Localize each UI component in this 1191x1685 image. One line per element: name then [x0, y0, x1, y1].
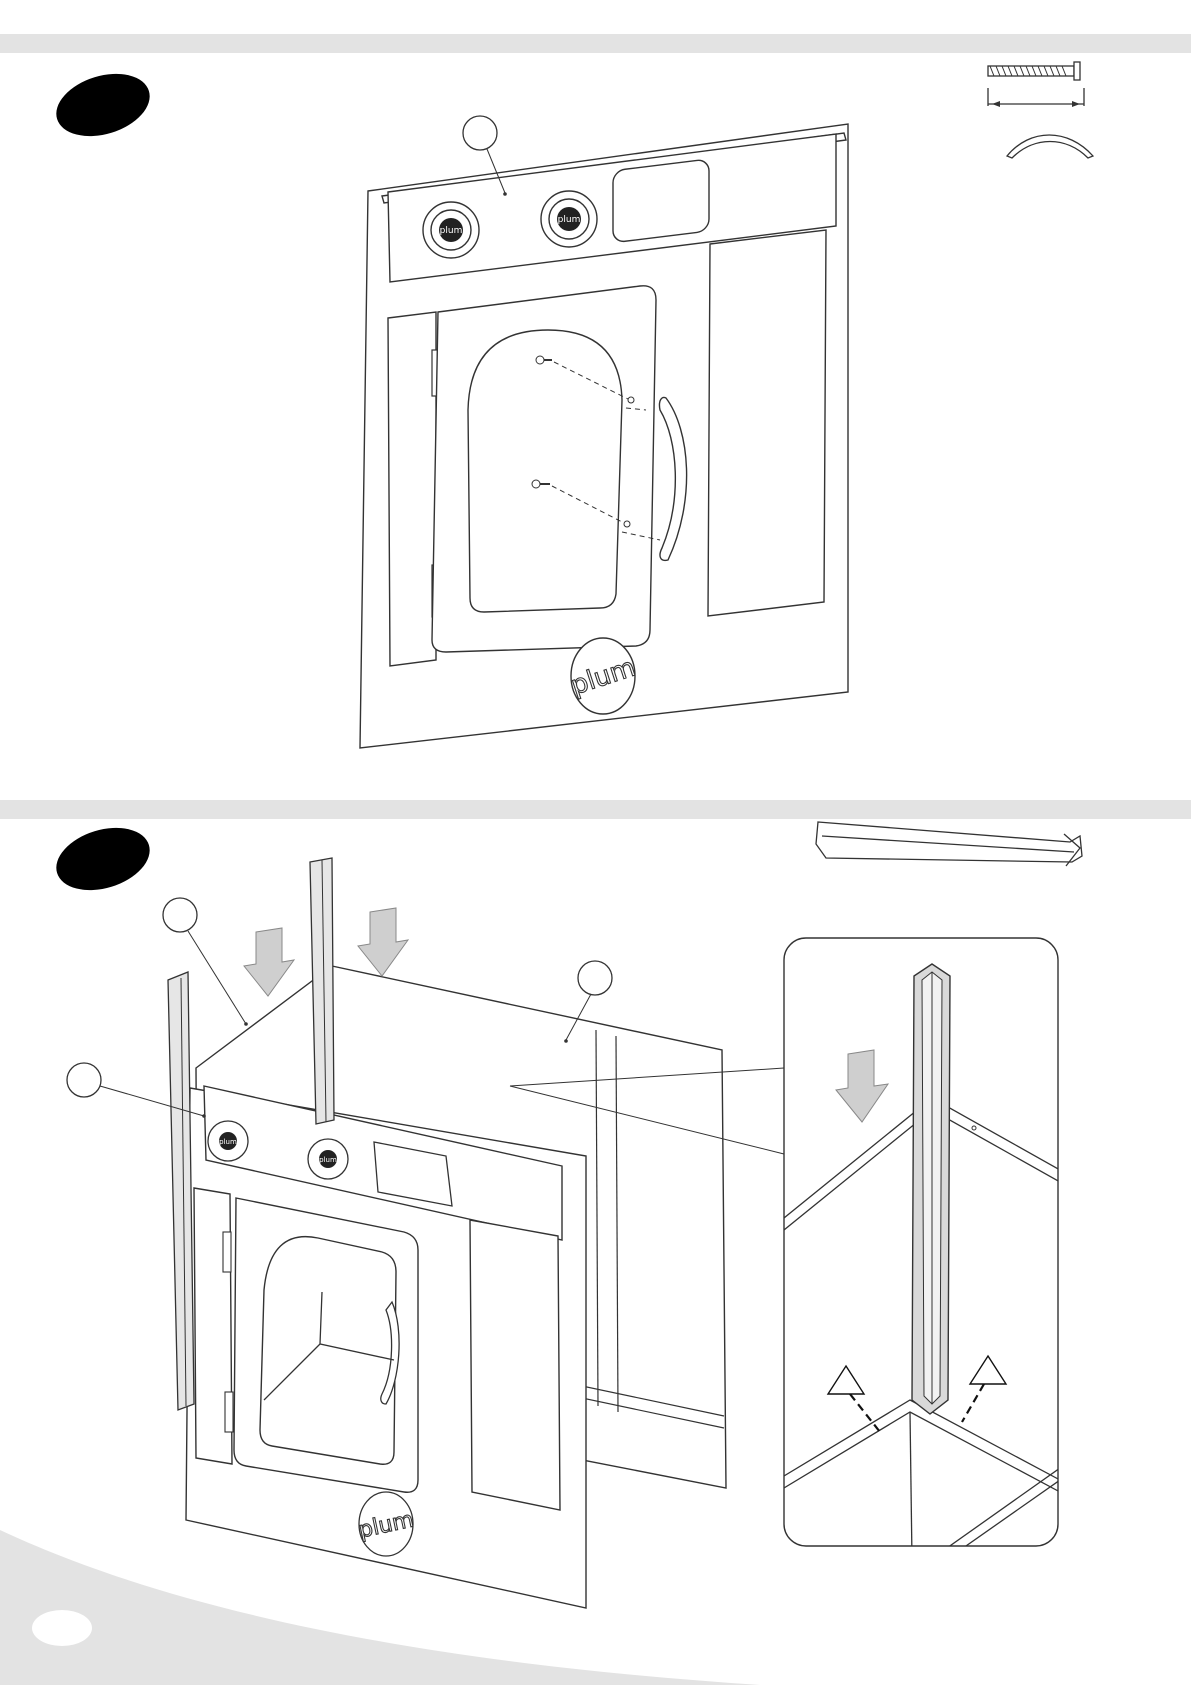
down-arrow-icon [358, 908, 408, 976]
step-2-callout-b [578, 961, 612, 995]
svg-text:plum: plum [219, 1138, 237, 1146]
svg-text:plum: plum [319, 1156, 337, 1164]
front-corner-post [168, 972, 194, 1410]
front-left-knob: plum [208, 1121, 248, 1161]
down-arrow-icon [244, 928, 294, 996]
front-panel: plum plum plum [186, 1086, 586, 1608]
detail-zoom-view [784, 938, 1060, 1560]
step-2-callout-a [163, 898, 197, 932]
corner-post-icon [816, 822, 1082, 866]
front-right-knob: plum [308, 1139, 348, 1179]
step-2-callout-c [67, 1063, 101, 1097]
